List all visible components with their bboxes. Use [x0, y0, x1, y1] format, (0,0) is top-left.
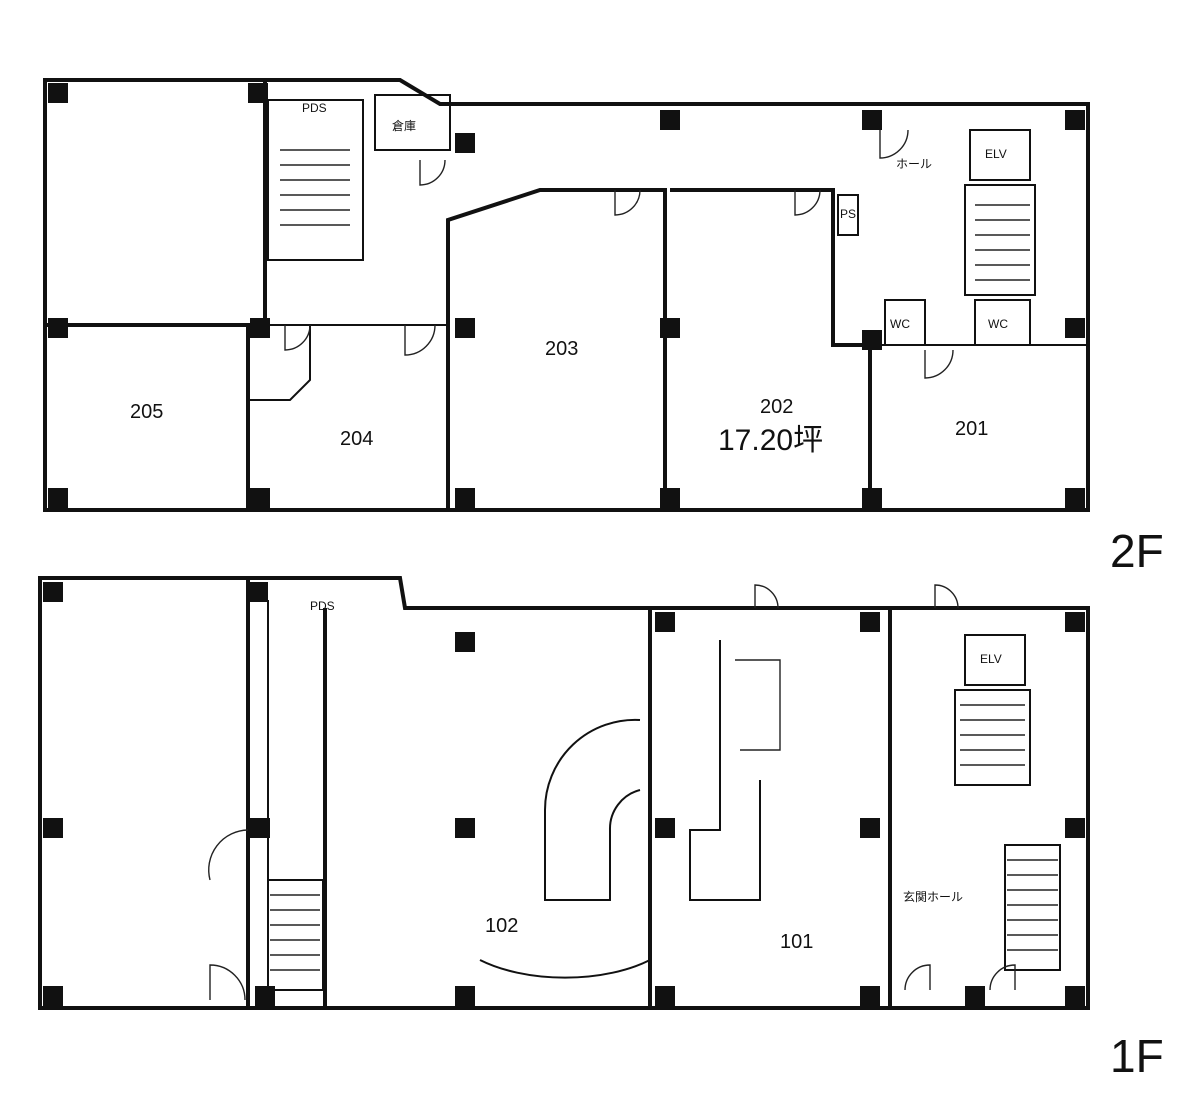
partition-101 [689, 640, 761, 901]
floor-2f: 205 204 203 202 17.20坪 201 PDS 倉庫 ホール EL… [43, 78, 1164, 577]
stair-2f-left [267, 99, 364, 261]
hall-label-2f: ホール [896, 157, 932, 171]
wc-2f-a [884, 299, 926, 346]
room-101-label: 101 [780, 931, 813, 953]
elevator-2f [969, 129, 1031, 181]
columns-1f [43, 582, 1085, 1006]
elevator-label-2f: ELV [985, 147, 1007, 161]
floor-1f-label: 1F [1110, 1030, 1164, 1082]
stair-1f-left [267, 879, 324, 991]
room-201-label: 201 [955, 418, 988, 440]
stair-treads-1f-left [270, 894, 320, 971]
room-102-label: 102 [485, 915, 518, 937]
outer-wall-1f [38, 576, 1090, 1010]
floor-2f-label: 2F [1110, 525, 1164, 577]
wall-204-notch [248, 325, 311, 401]
room-202-area: 17.20坪 [718, 424, 823, 457]
wall-203 [446, 188, 667, 510]
room-203-label: 203 [545, 338, 578, 360]
pds-label-1f: PDS [310, 599, 335, 613]
wc-label-2f-a: WC [890, 317, 910, 331]
floor-1f: 102 101 PDS ELV 玄関ホール 1F [38, 576, 1164, 1082]
counter-102 [543, 718, 641, 901]
elevator-1f [964, 634, 1026, 686]
room-202-label: 202 [760, 396, 793, 418]
doors-1f [208, 584, 1016, 1001]
stair-treads-2f-right [975, 204, 1030, 281]
room-204-label: 204 [340, 428, 373, 450]
wc-label-2f-b: WC [988, 317, 1008, 331]
elevator-label-1f: ELV [980, 652, 1002, 666]
wc-2f-b [974, 299, 1031, 346]
wall-202 [670, 188, 872, 510]
outer-wall-2f [43, 78, 1090, 512]
storage-label: 倉庫 [392, 118, 416, 133]
entrance-hall-label: 玄関ホール [903, 889, 963, 904]
doors-2f [284, 129, 954, 379]
room-205-label: 205 [130, 401, 163, 423]
stair-1f-right [954, 689, 1031, 786]
ps-label-2f: PS [840, 207, 856, 221]
stair-1f-entrance [1004, 844, 1061, 971]
facade-curve-102 [479, 959, 651, 979]
pds-label-2f: PDS [302, 101, 327, 115]
storage-room [374, 94, 451, 151]
stair-treads-1f-entrance [1007, 859, 1058, 951]
columns-2f [48, 83, 1085, 508]
ps-shaft-2f [837, 194, 859, 236]
partition-101-b [735, 659, 781, 751]
stair-2f-right [964, 184, 1036, 296]
stair-treads-1f-right [960, 704, 1025, 766]
stair-treads-2f-left [280, 149, 350, 226]
